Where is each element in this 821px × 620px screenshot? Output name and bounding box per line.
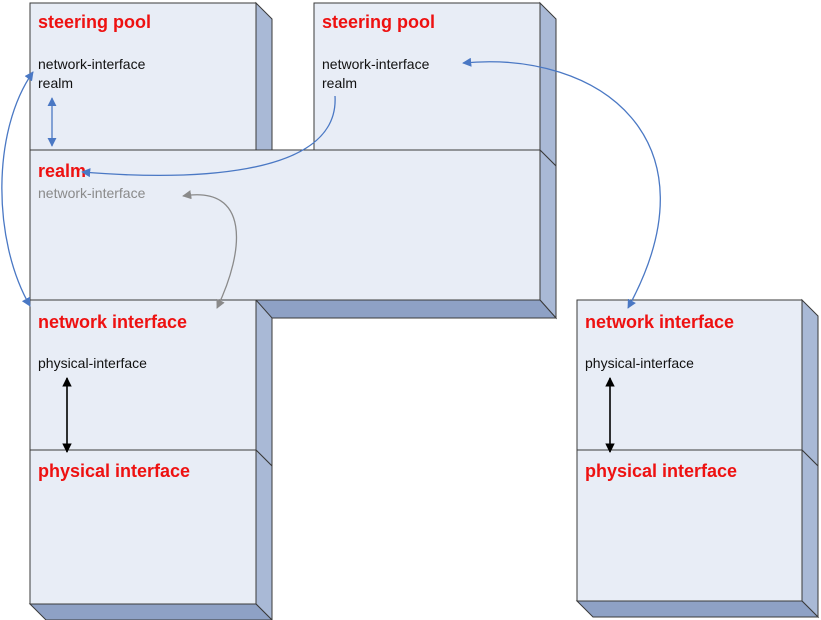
physical-interface-left-box: [28, 448, 273, 620]
steering-pool-left-realm-attr: realm: [38, 75, 73, 91]
realm-network-interface-attr: network-interface: [38, 185, 146, 201]
steering-pool-right-realm-attr: realm: [322, 75, 357, 91]
steering-pool-left-box: [29, 1, 273, 168]
realm-title: realm: [38, 161, 86, 181]
arrow-steering-pool-right-network-interface: [462, 57, 661, 309]
network-interface-right-title: network interface: [585, 312, 734, 332]
arrow-steering-pool-left-network-interface: [1, 71, 34, 307]
steering-pool-right-title: steering pool: [322, 12, 435, 32]
physical-interface-right-box: [575, 448, 820, 619]
steering-pool-right-network-interface-attr: network-interface: [322, 56, 430, 72]
physical-interface-right-title: physical interface: [585, 461, 737, 481]
network-interface-left-title: network interface: [38, 312, 187, 332]
steering-pool-left-network-interface-attr: network-interface: [38, 56, 146, 72]
physical-interface-left-title: physical interface: [38, 461, 190, 481]
arrow-steering-pool-right-realm: [81, 95, 336, 178]
steering-pool-left-title: steering pool: [38, 12, 151, 32]
network-interface-left-physical-interface-attr: physical-interface: [38, 355, 147, 371]
realm-box: [29, 148, 558, 320]
network-interface-right-physical-interface-attr: physical-interface: [585, 355, 694, 371]
arrow-realm-network-interface: [182, 190, 238, 309]
